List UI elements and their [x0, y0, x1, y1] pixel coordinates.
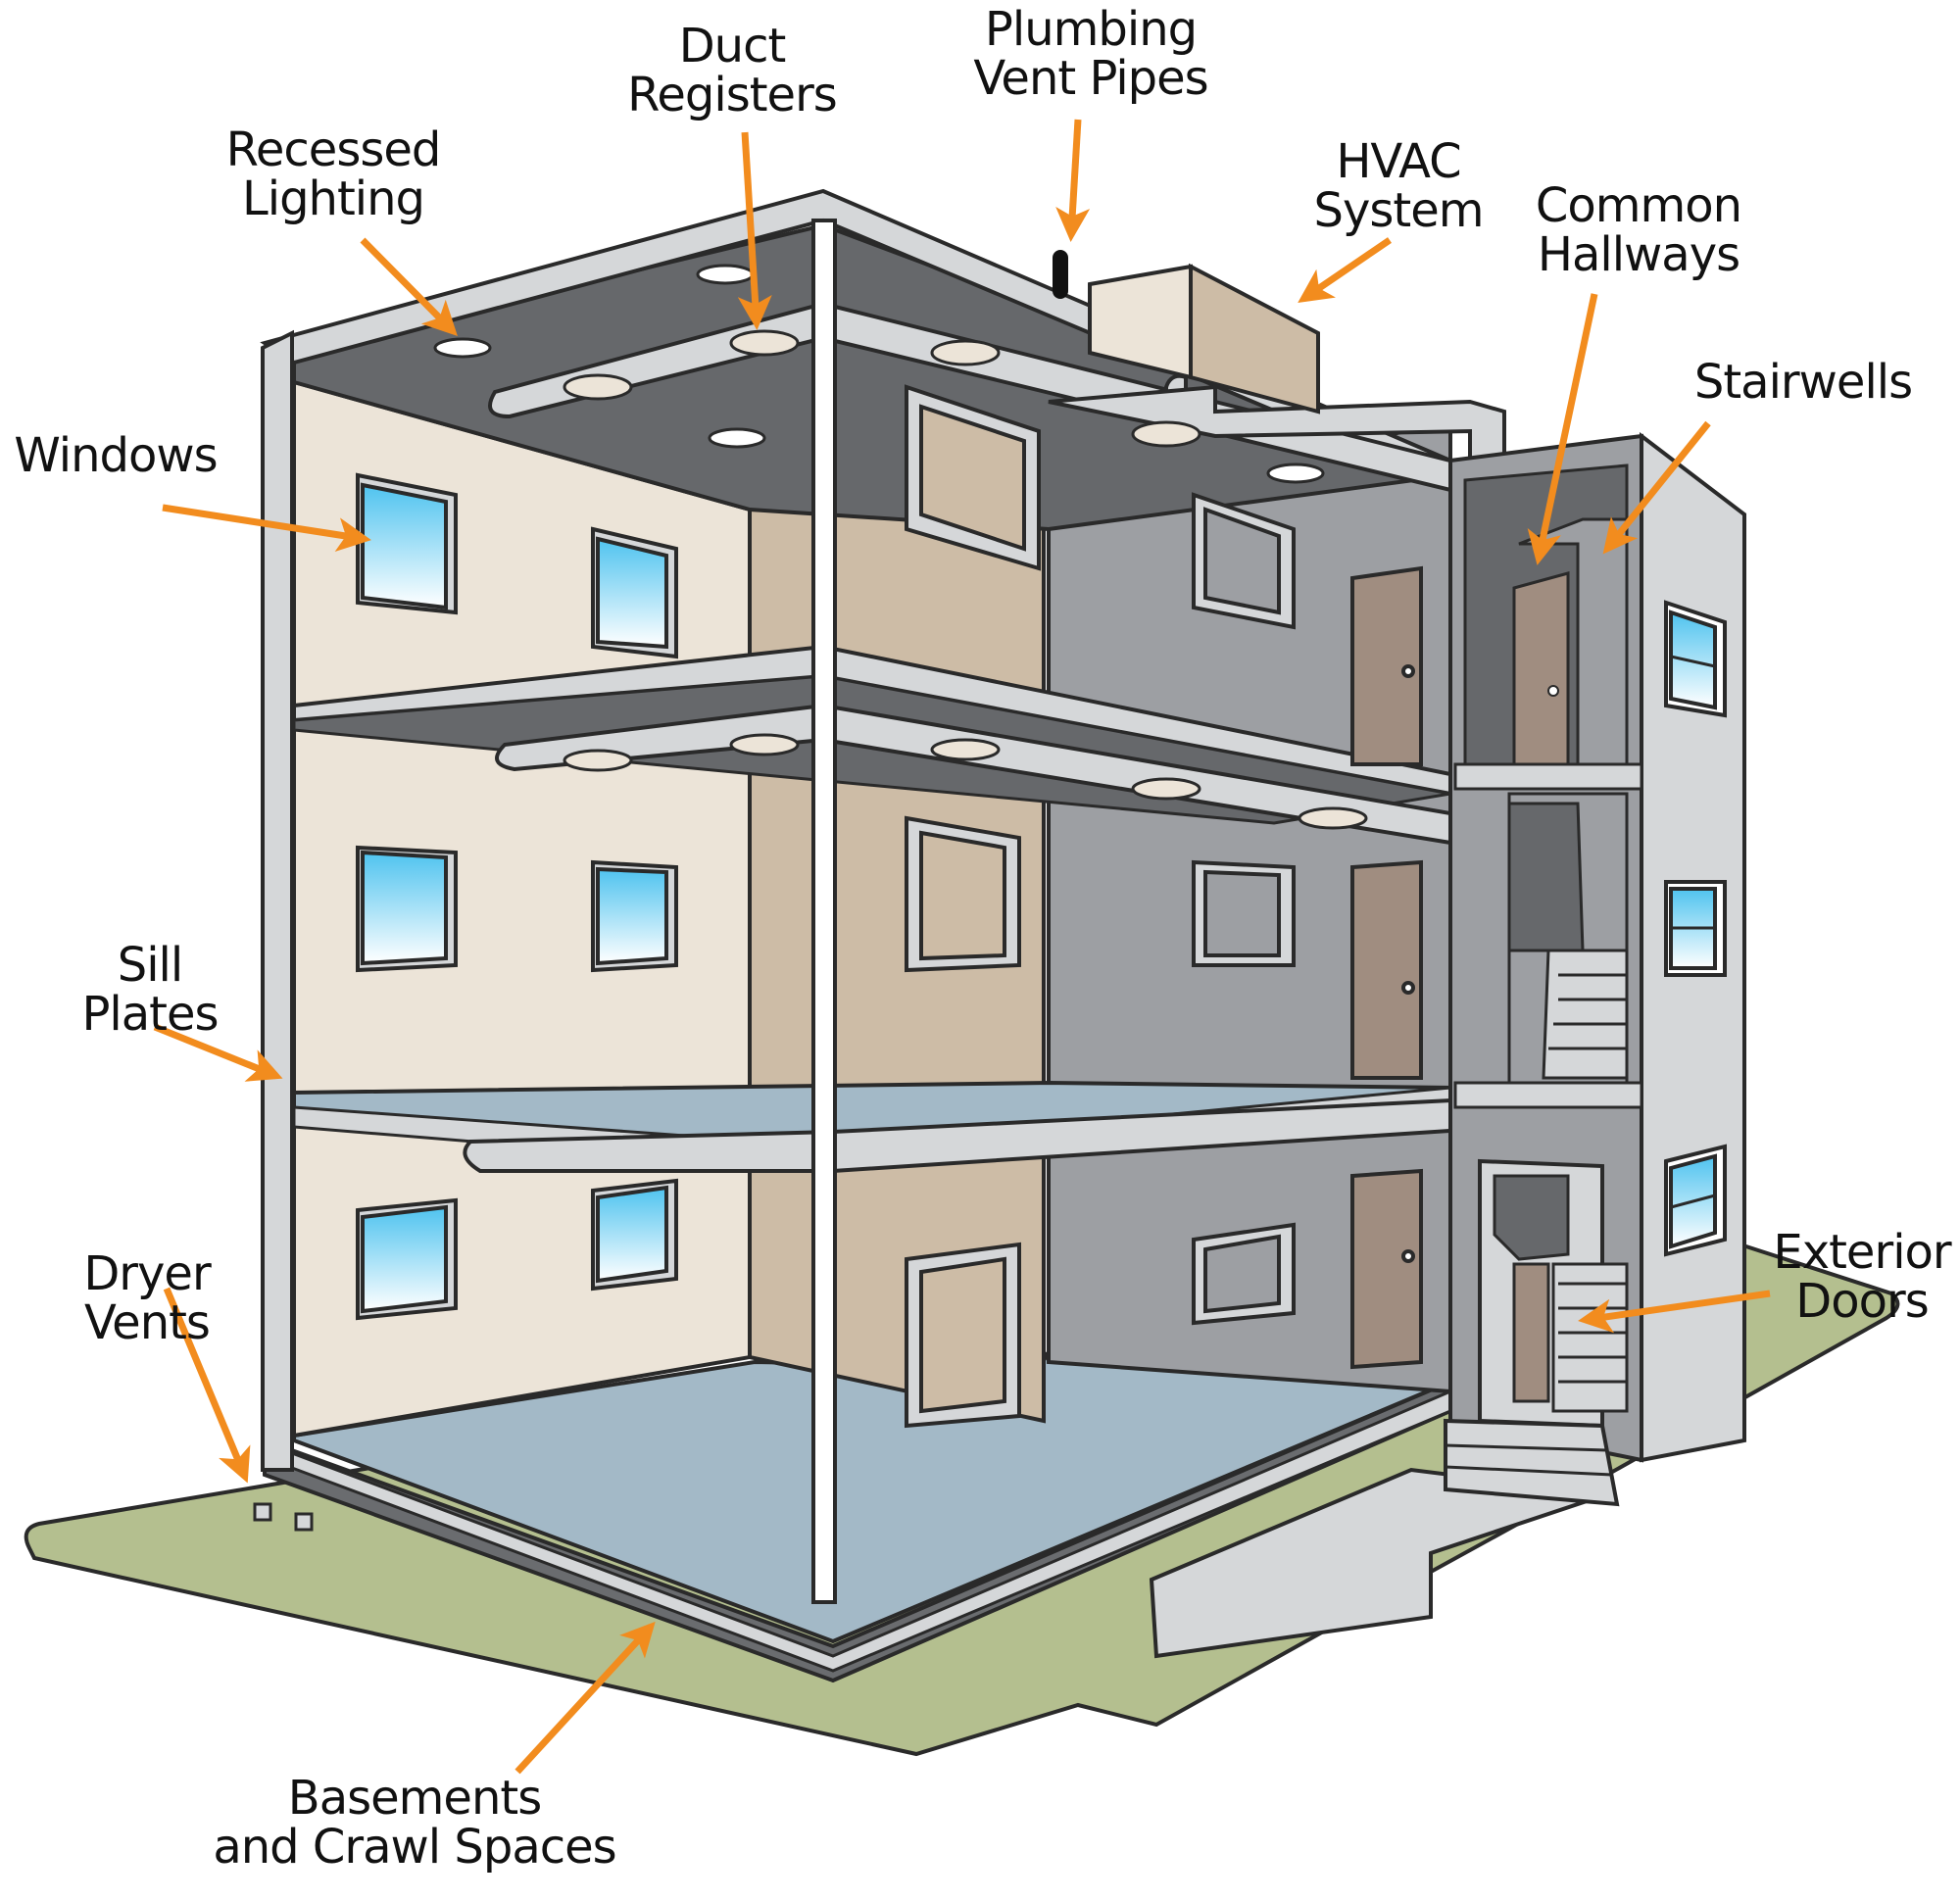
arrow-icon [1602, 420, 1711, 555]
arrow-icon [360, 237, 458, 336]
dryer-vent-icon [294, 1512, 314, 1532]
dryer-vent-icon [253, 1502, 272, 1522]
arrow-icon [153, 1023, 283, 1082]
center-column [811, 219, 837, 1604]
arrow-icon [1298, 237, 1392, 303]
arrow-icon [514, 1621, 656, 1775]
ceiling-fixtures [433, 264, 1368, 830]
interior-window-frames [905, 384, 1296, 1429]
duct-register-icon [563, 373, 633, 401]
entry-steps [1444, 1418, 1620, 1507]
hvac-unit [1088, 263, 1320, 414]
callout-arrows [153, 119, 1771, 1775]
label-windows: Windows [14, 428, 218, 483]
duct-register-icon [930, 339, 1001, 366]
arrow-icon [163, 1287, 251, 1484]
arrow-icon [162, 504, 371, 552]
duct-register-icon [729, 329, 800, 357]
left-column [261, 329, 294, 1472]
arrow-icon [1055, 119, 1091, 242]
recessed-light-icon [696, 264, 755, 285]
recessed-light-icon [433, 337, 492, 359]
walkway [1149, 1467, 1608, 1659]
left-wall-windows [356, 472, 678, 1321]
label-stairwells: Stairwells [1693, 355, 1913, 410]
unit-doors [1350, 565, 1423, 1370]
recessed-light-icon [1266, 463, 1325, 484]
recessed-light-icon [708, 427, 766, 449]
arrow-icon [737, 131, 772, 330]
plumbing-vent-pipe [1053, 250, 1068, 299]
arrow-icon [1527, 293, 1598, 565]
arrow-icon [1578, 1290, 1771, 1334]
dryer-vents [253, 1502, 314, 1532]
stairwell-windows [1664, 600, 1727, 1257]
duct-register-icon [1131, 420, 1201, 448]
